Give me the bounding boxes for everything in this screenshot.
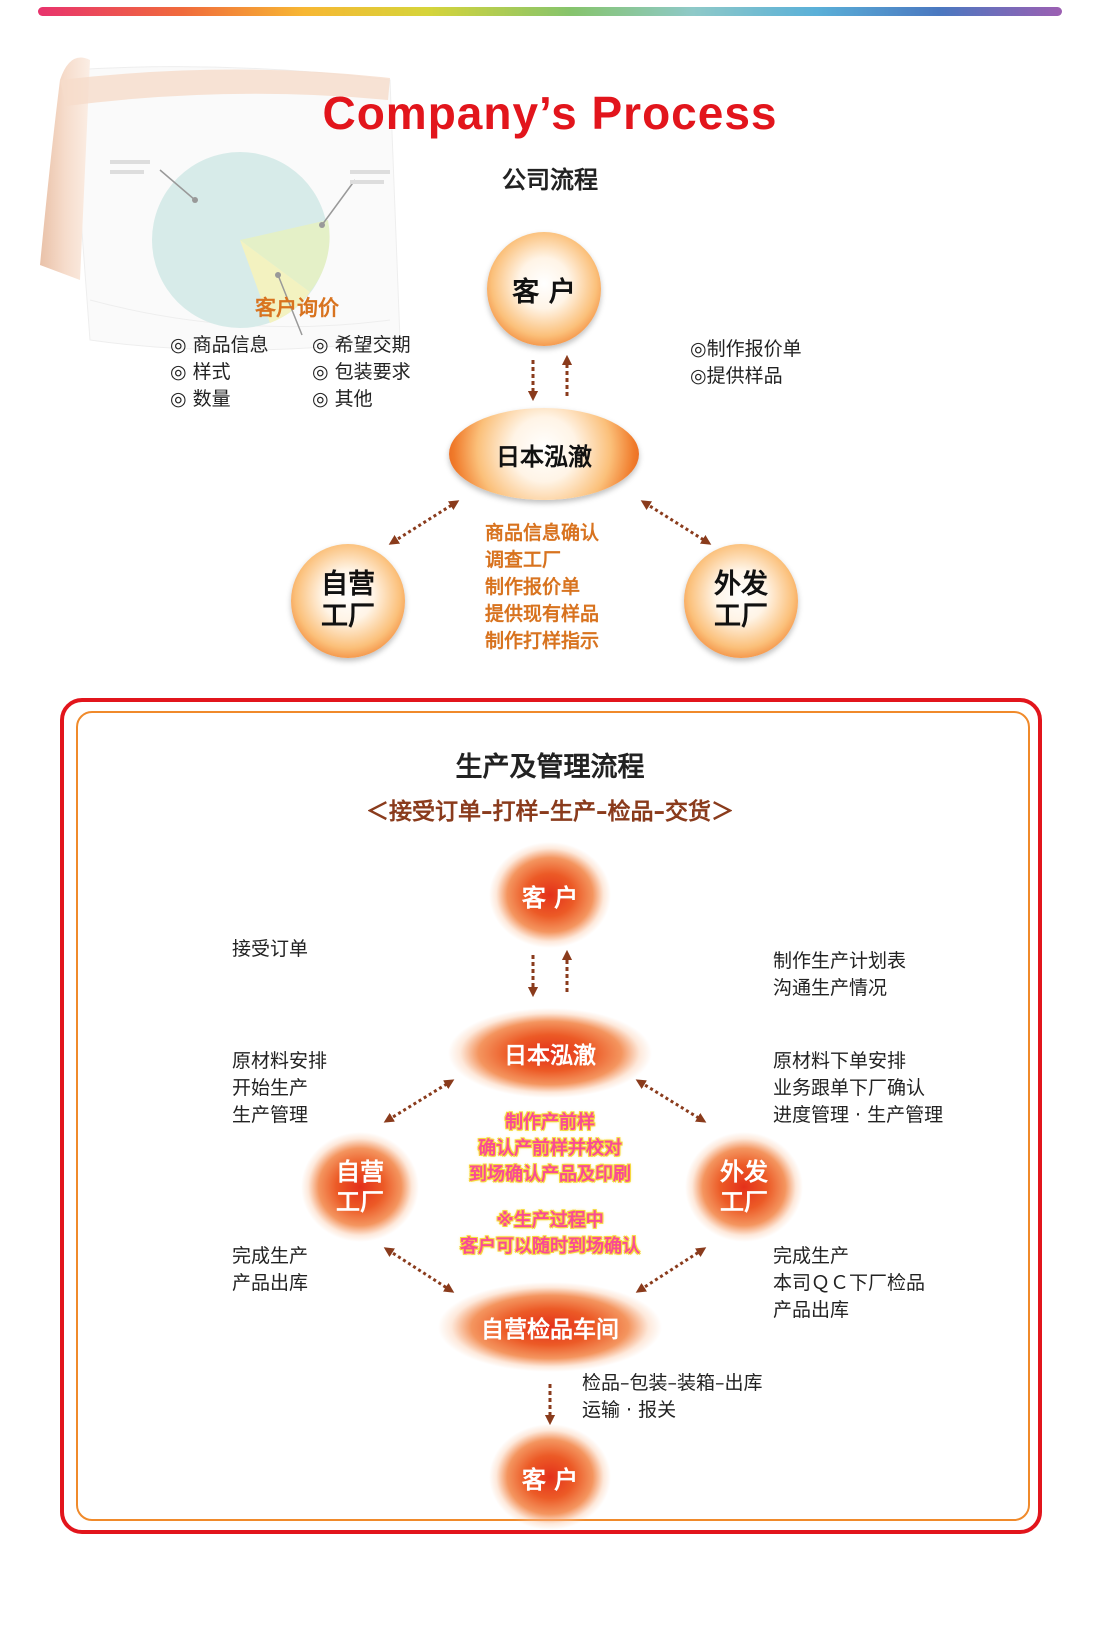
arrow-bidirectional [388,500,460,545]
arrow-bidirectional [635,1079,707,1123]
task-item: 进度管理 · 生产管理 [773,1104,944,1126]
inquiry-left-list: ◎ 商品信息 ◎ 样式 ◎ 数量 [170,332,269,413]
top-arrows [388,354,712,545]
production-frame-outer [60,698,1042,1534]
shipping-item: 检品–包装–装箱–出库 [582,1372,763,1394]
outsourced-tasks: 原材料下单安排 业务跟单下厂确认 进度管理 · 生产管理 [773,1048,943,1129]
own-factory-label: 工厂 [336,1188,384,1216]
inquiry-item: ◎ 数量 [170,388,231,410]
inquiry-title: 客户询价 [255,296,339,320]
arrow-bidirectional [635,1247,707,1293]
process-note: ※生产过程中 客户可以随时到场确认 [420,1208,680,1260]
customer-node-top: 客 户 [487,232,601,346]
plan-note-item: 制作生产计划表 [773,950,907,972]
outsourced-factory-label: 外发 [714,569,768,600]
plan-notes: 制作生产计划表 沟通生产情况 [773,948,906,1002]
own-factory-label: 工厂 [321,601,375,632]
own-factory-node-bottom: 自营 工厂 [301,1132,419,1242]
inquiry-right-list: ◎ 希望交期 ◎ 包装要求 ◎ 其他 [312,332,411,413]
inquiry-item: ◎ 样式 [170,361,231,383]
step-item: 制作报价单 [485,576,581,598]
outsourced-factory-node-top: 外发 工厂 [684,544,798,658]
company-node-top: 日本泓澈 [449,408,639,500]
task-item: 开始生产 [232,1077,309,1099]
process-note-line: ※生产过程中 [496,1210,604,1231]
completion-item: 产品出库 [232,1272,309,1294]
process-note-line: 客户可以随时到场确认 [460,1236,640,1257]
outsourced-factory-label: 工厂 [720,1188,768,1216]
quote-notes: ◎制作报价单 ◎提供样品 [690,336,802,390]
outsourced-factory-label: 外发 [720,1158,768,1186]
arrow-bidirectional [640,500,712,545]
completion-item: 产品出库 [773,1299,850,1321]
step-item: 提供现有样品 [485,603,600,625]
shipping-item: 运输 · 报关 [582,1399,677,1421]
sample-step: 确认产前样并校对 [478,1138,622,1159]
task-item: 原材料安排 [232,1050,328,1072]
title-chinese: 公司流程 [502,166,598,194]
completion-item: 完成生产 [773,1245,850,1267]
accept-order-text: 接受订单 [232,938,309,960]
own-factory-completion: 完成生产 产品出库 [232,1243,308,1297]
outsourced-completion: 完成生产 本司ＱＣ下厂检品 产品出库 [773,1243,925,1324]
sample-steps: 制作产前样 确认产前样并校对 到场确认产品及印刷 [420,1110,680,1188]
arrow-bidirectional [383,1079,455,1123]
inspection-workshop-node: 自营检品车间 [438,1282,662,1372]
own-factory-label: 自营 [321,569,375,600]
production-title: 生产及管理流程 [455,752,645,783]
rainbow-bar [38,7,1062,16]
completion-item: 本司ＱＣ下厂检品 [773,1272,926,1294]
title-english: Company’s Process [322,87,778,139]
outsourced-factory-node-bottom: 外发 工厂 [685,1132,803,1242]
own-factory-label: 自营 [336,1158,384,1186]
company-node-bottom: 日本泓澈 [448,1008,652,1098]
task-item: 原材料下单安排 [773,1050,907,1072]
inquiry-item: ◎ 包装要求 [312,361,411,383]
outsourced-factory-label: 工厂 [714,601,768,632]
step-item: 商品信息确认 [485,522,600,544]
arrow-bidirectional [383,1247,455,1293]
inquiry-item: ◎ 商品信息 [170,334,269,356]
quote-note-item: ◎提供样品 [690,365,783,387]
quote-note-item: ◎制作报价单 [690,338,802,360]
top-center-steps: 商品信息确认 调查工厂 制作报价单 提供现有样品 制作打样指示 [485,520,599,655]
completion-item: 完成生产 [232,1245,309,1267]
task-item: 业务跟单下厂确认 [773,1077,926,1099]
step-item: 调查工厂 [485,549,562,571]
shipping-steps: 检品–包装–装箱–出库 运输 · 报关 [582,1370,763,1424]
plan-note-item: 沟通生产情况 [773,977,888,999]
own-factory-node-top: 自营 工厂 [291,544,405,658]
own-factory-tasks: 原材料安排 开始生产 生产管理 [232,1048,327,1129]
task-item: 生产管理 [232,1104,309,1126]
production-subtitle: ＜接受订单–打样–生产–检品–交货＞ [366,799,734,825]
step-item: 制作打样指示 [485,630,600,652]
inquiry-item: ◎ 希望交期 [312,334,411,356]
sample-step: 制作产前样 [505,1112,595,1133]
customer-node-bottom-end: 客 户 [489,1424,611,1530]
customer-node-bottom-top: 客 户 [489,842,611,948]
paper-pie-illustration [40,57,401,351]
inquiry-item: ◎ 其他 [312,388,373,410]
sample-step: 到场确认产品及印刷 [469,1164,631,1185]
